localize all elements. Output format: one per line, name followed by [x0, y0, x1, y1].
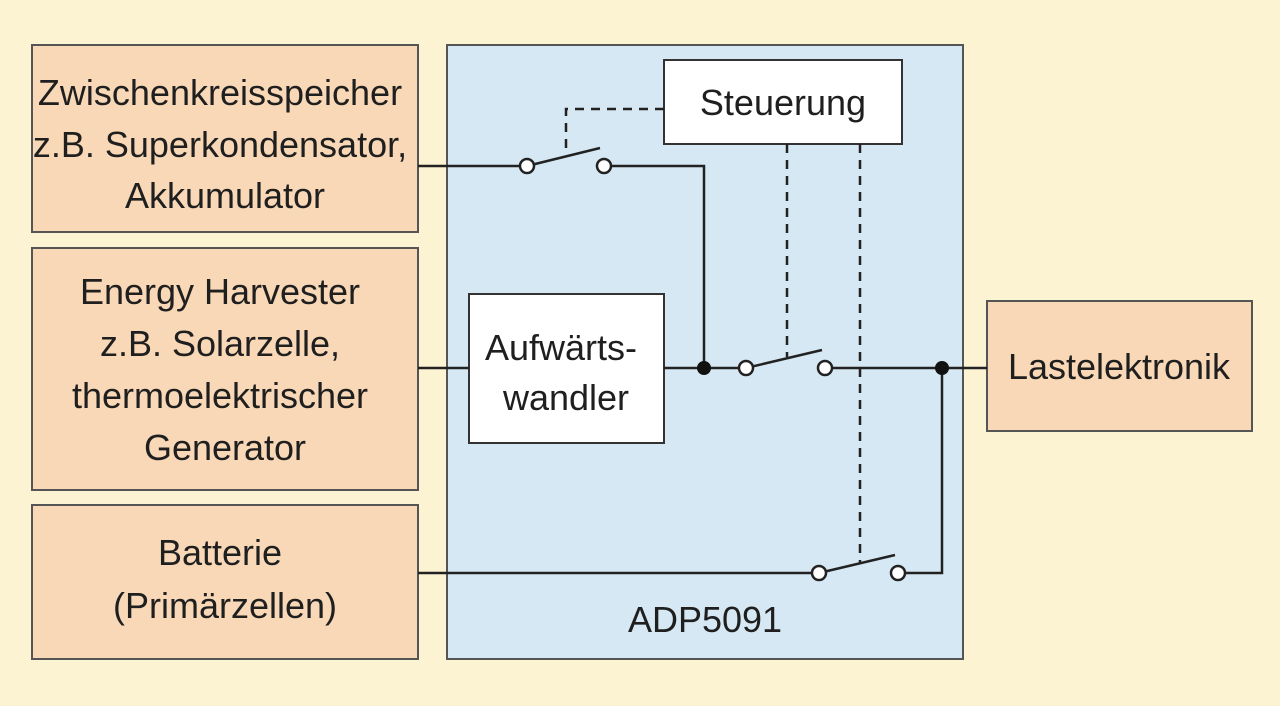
harvester-line-3: thermoelektrischer [72, 375, 368, 416]
terminal-bottom-right [889, 564, 907, 582]
junction-boost-out [697, 361, 711, 375]
boost-line-2: wandler [502, 377, 629, 418]
battery-line-2: (Primärzellen) [113, 585, 337, 626]
harvester-line-2: z.B. Solarzelle, [100, 323, 340, 364]
chip-label: ADP5091 [628, 599, 782, 640]
storage-line-3: Akkumulator [125, 175, 325, 216]
storage-box: Zwischenkreisspeicher z.B. Superkondensa… [31, 44, 419, 233]
svg-text:Energy Harvester z.B. So: Energy Harvester z.B. Solarzelle, thermo… [72, 271, 378, 468]
terminal-mid-right [816, 359, 834, 377]
battery-box: Batterie (Primärzellen) [31, 504, 419, 660]
terminal-top-right [595, 157, 613, 175]
switch-blade-mid [745, 348, 823, 370]
control-box: Steuerung [663, 59, 903, 145]
boost-line-1: Aufwärts- [485, 327, 637, 368]
harvester-line-4: Generator [144, 427, 306, 468]
terminal-mid-left [737, 359, 755, 377]
load-label: Lastelektronik [1008, 346, 1231, 387]
storage-line-2: z.B. Superkondensator, [33, 124, 407, 165]
svg-text:Aufwärts- wandler: Aufwärts- wandler [485, 327, 647, 418]
wiring [418, 107, 987, 582]
svg-text:Batterie (Primärzellen): Batterie (Primärzellen) [113, 532, 337, 626]
control-line-top [564, 107, 664, 154]
junction-load [935, 361, 949, 375]
harvester-line-1: Energy Harvester [80, 271, 360, 312]
control-label: Steuerung [700, 82, 866, 123]
load-box: Lastelektronik [986, 300, 1253, 432]
boost-converter-box: Aufwärts- wandler [468, 293, 665, 444]
switch-blade-top [526, 146, 601, 168]
svg-text:Zwischenkreisspeicher z.: Zwischenkreisspeicher z.B. Superkondensa… [33, 72, 417, 216]
battery-line-1: Batterie [158, 532, 282, 573]
wire-storage-to-junction [604, 164, 706, 368]
terminal-top-left [518, 157, 536, 175]
switch-blade-bottom [818, 553, 896, 575]
harvester-box: Energy Harvester z.B. Solarzelle, thermo… [31, 247, 419, 491]
terminal-bottom-left [810, 564, 828, 582]
wire-battery-to-junction [898, 368, 944, 575]
storage-line-1: Zwischenkreisspeicher [38, 72, 402, 113]
